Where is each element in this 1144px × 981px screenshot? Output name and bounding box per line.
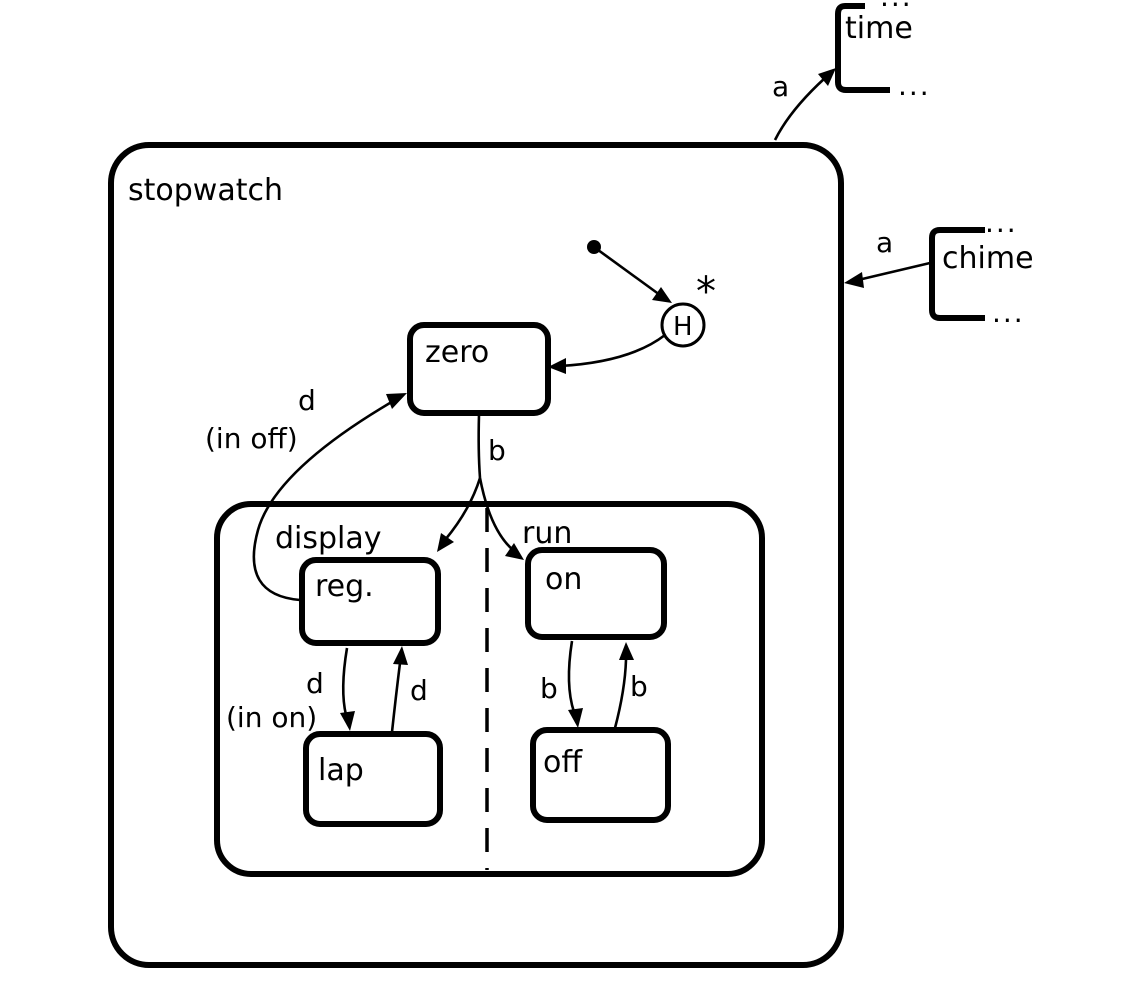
lap-to-reg-label: d	[410, 674, 428, 707]
on-to-off-label: b	[540, 672, 558, 705]
lap-state-label: lap	[318, 753, 364, 788]
chime-state-box	[929, 227, 985, 321]
time-bottom-ellipsis: ...	[898, 69, 931, 102]
fork-to-reg-arrowhead	[437, 533, 454, 552]
a-transition-to-time-label: a	[772, 70, 789, 103]
stopwatch-state-label: stopwatch	[128, 173, 283, 208]
reg-to-zero-event-label: d	[298, 384, 316, 417]
zero-state-box	[407, 322, 551, 416]
history-to-zero-edge	[559, 333, 666, 368]
off-to-on-edge	[613, 659, 628, 729]
reg-to-zero-condition-label: (in off)	[205, 422, 298, 455]
zero-to-fork-edge	[477, 414, 482, 479]
on-to-off-arrowhead	[568, 708, 583, 728]
a-transition-to-time-arrowhead	[818, 68, 836, 86]
off-to-on-label: b	[630, 670, 648, 703]
history-to-zero-arrowhead	[548, 358, 566, 374]
display-region-label: display	[275, 521, 382, 556]
history-star-icon: *	[696, 269, 716, 315]
reg-to-lap-arrowhead	[340, 711, 355, 731]
stopwatch-state-box	[108, 142, 844, 968]
run-region-label: run	[522, 516, 572, 551]
a-transition-to-time-edge	[773, 77, 826, 141]
chime-bottom-ellipsis: ...	[992, 296, 1025, 329]
on-state-label: on	[545, 562, 582, 597]
reg-state-box	[299, 557, 441, 646]
default-entry-edge	[593, 245, 661, 297]
default-entry-arrowhead	[652, 287, 672, 303]
history-connector	[660, 302, 706, 348]
time-state-box	[835, 3, 890, 93]
reg-to-zero-arrowhead	[386, 393, 407, 409]
chime-top-ellipsis: ...	[985, 206, 1018, 239]
reg-to-lap-edge	[341, 647, 349, 716]
a-transition-from-chime-label: a	[876, 226, 893, 259]
reg-state-label: reg.	[315, 569, 374, 604]
fork-to-on-arrowhead	[505, 543, 524, 560]
lap-to-reg-arrowhead	[393, 646, 408, 665]
a-transition-from-chime-arrowhead	[844, 272, 864, 288]
time-state-label: time	[845, 11, 913, 46]
on-state-box	[525, 547, 667, 640]
concurrent-state-box	[214, 501, 765, 877]
on-to-off-edge	[567, 640, 576, 713]
a-transition-from-chime-edge	[857, 261, 931, 282]
reg-to-lap-condition-label: (in on)	[226, 701, 317, 734]
zero-state-label: zero	[425, 335, 489, 370]
lap-to-reg-edge	[390, 662, 402, 733]
time-top-ellipsis: ...	[880, 0, 913, 13]
off-state-label: off	[543, 745, 583, 780]
reg-to-lap-event-label: d	[306, 667, 324, 700]
off-to-on-arrowhead	[619, 642, 634, 660]
history-connector-label: H	[673, 312, 693, 342]
fork-to-on-edge	[478, 477, 514, 551]
zero-to-sub-label: b	[488, 434, 506, 467]
lap-state-box	[303, 731, 443, 827]
off-state-box	[530, 727, 671, 823]
reg-to-zero-edge	[252, 398, 396, 602]
chime-state-label: chime	[942, 241, 1034, 276]
fork-to-reg-edge	[444, 477, 482, 541]
